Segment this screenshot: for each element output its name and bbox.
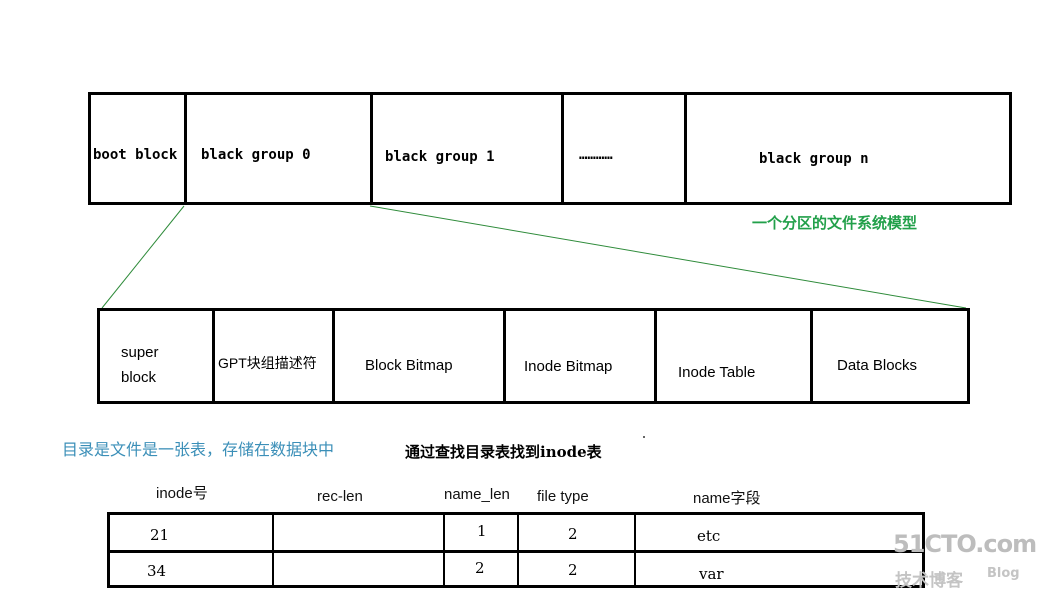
block-bitmap-cell: Block Bitmap xyxy=(332,311,506,401)
row1-inode: 21 xyxy=(150,526,170,544)
row1-file-type: 2 xyxy=(568,525,578,543)
ellipsis-cell: ………… xyxy=(561,95,687,202)
inode-table-cell: Inode Table xyxy=(654,311,813,401)
directory-note: 目录是文件是一张表，存储在数据块中 xyxy=(62,440,335,459)
data-blocks-label: Data Blocks xyxy=(837,357,918,374)
inode-table-label: Inode Table xyxy=(678,364,756,381)
column-divider-2 xyxy=(272,515,445,585)
column-divider-4 xyxy=(517,515,636,585)
directory-table: 21 1 2 etc 34 2 2 var xyxy=(107,512,925,588)
row1-name-len: 1 xyxy=(477,522,487,540)
header-name-len: name_len xyxy=(444,486,510,503)
gdt-cell: GPT块组描述符 xyxy=(212,311,335,401)
block-group-1-label: black group 1 xyxy=(385,149,495,165)
inode-bitmap-label: Inode Bitmap xyxy=(524,358,613,375)
row2-inode: 34 xyxy=(147,562,167,580)
super-block-cell: super block xyxy=(100,311,215,401)
watermark-sub: 技术博客 xyxy=(895,571,963,591)
partition-bar: boot block black group 0 black group 1 …… xyxy=(88,92,1012,205)
watermark-blog: Blog xyxy=(987,566,1020,581)
row1-name: etc xyxy=(697,527,721,545)
row2-file-type: 2 xyxy=(568,561,578,579)
block-group-n-label: black group n xyxy=(759,151,869,167)
ellipsis-label: ………… xyxy=(579,147,613,163)
connector-right xyxy=(369,205,967,309)
lookup-note: 通过查找目录表找到inode表 xyxy=(405,443,602,461)
header-file-type: file type xyxy=(537,488,589,505)
row2-name: var xyxy=(699,565,724,583)
header-inode: inode号 xyxy=(156,485,208,502)
inode-bitmap-cell: Inode Bitmap xyxy=(503,311,657,401)
block-group-bar: super block GPT块组描述符 Block Bitmap Inode … xyxy=(97,308,970,404)
gdt-label: GPT块组描述符 xyxy=(218,355,317,371)
table-row-divider xyxy=(110,515,922,553)
block-group-0-label: black group 0 xyxy=(201,147,311,163)
super-block-line2: block xyxy=(121,369,157,386)
block-group-n-cell: black group n xyxy=(684,95,1009,202)
watermark-logo: 51CTO.com xyxy=(893,530,1037,558)
row2-name-len: 2 xyxy=(475,559,485,577)
block-group-0-cell: black group 0 xyxy=(185,95,373,202)
partition-caption: 一个分区的文件系统模型 xyxy=(752,214,918,232)
block-bitmap-label: Block Bitmap xyxy=(365,357,453,374)
boot-block-cell: boot block xyxy=(91,95,187,202)
small-dot xyxy=(643,436,645,438)
boot-block-label: boot block xyxy=(93,147,178,163)
data-blocks-cell: Data Blocks xyxy=(810,311,967,401)
block-group-1-cell: black group 1 xyxy=(370,95,564,202)
header-name-field: name字段 xyxy=(693,490,761,507)
connector-left xyxy=(101,205,185,309)
column-divider-3 xyxy=(443,515,519,585)
column-divider-1 xyxy=(110,515,274,585)
header-rec-len: rec-len xyxy=(317,488,363,505)
super-block-line1: super xyxy=(121,344,159,361)
